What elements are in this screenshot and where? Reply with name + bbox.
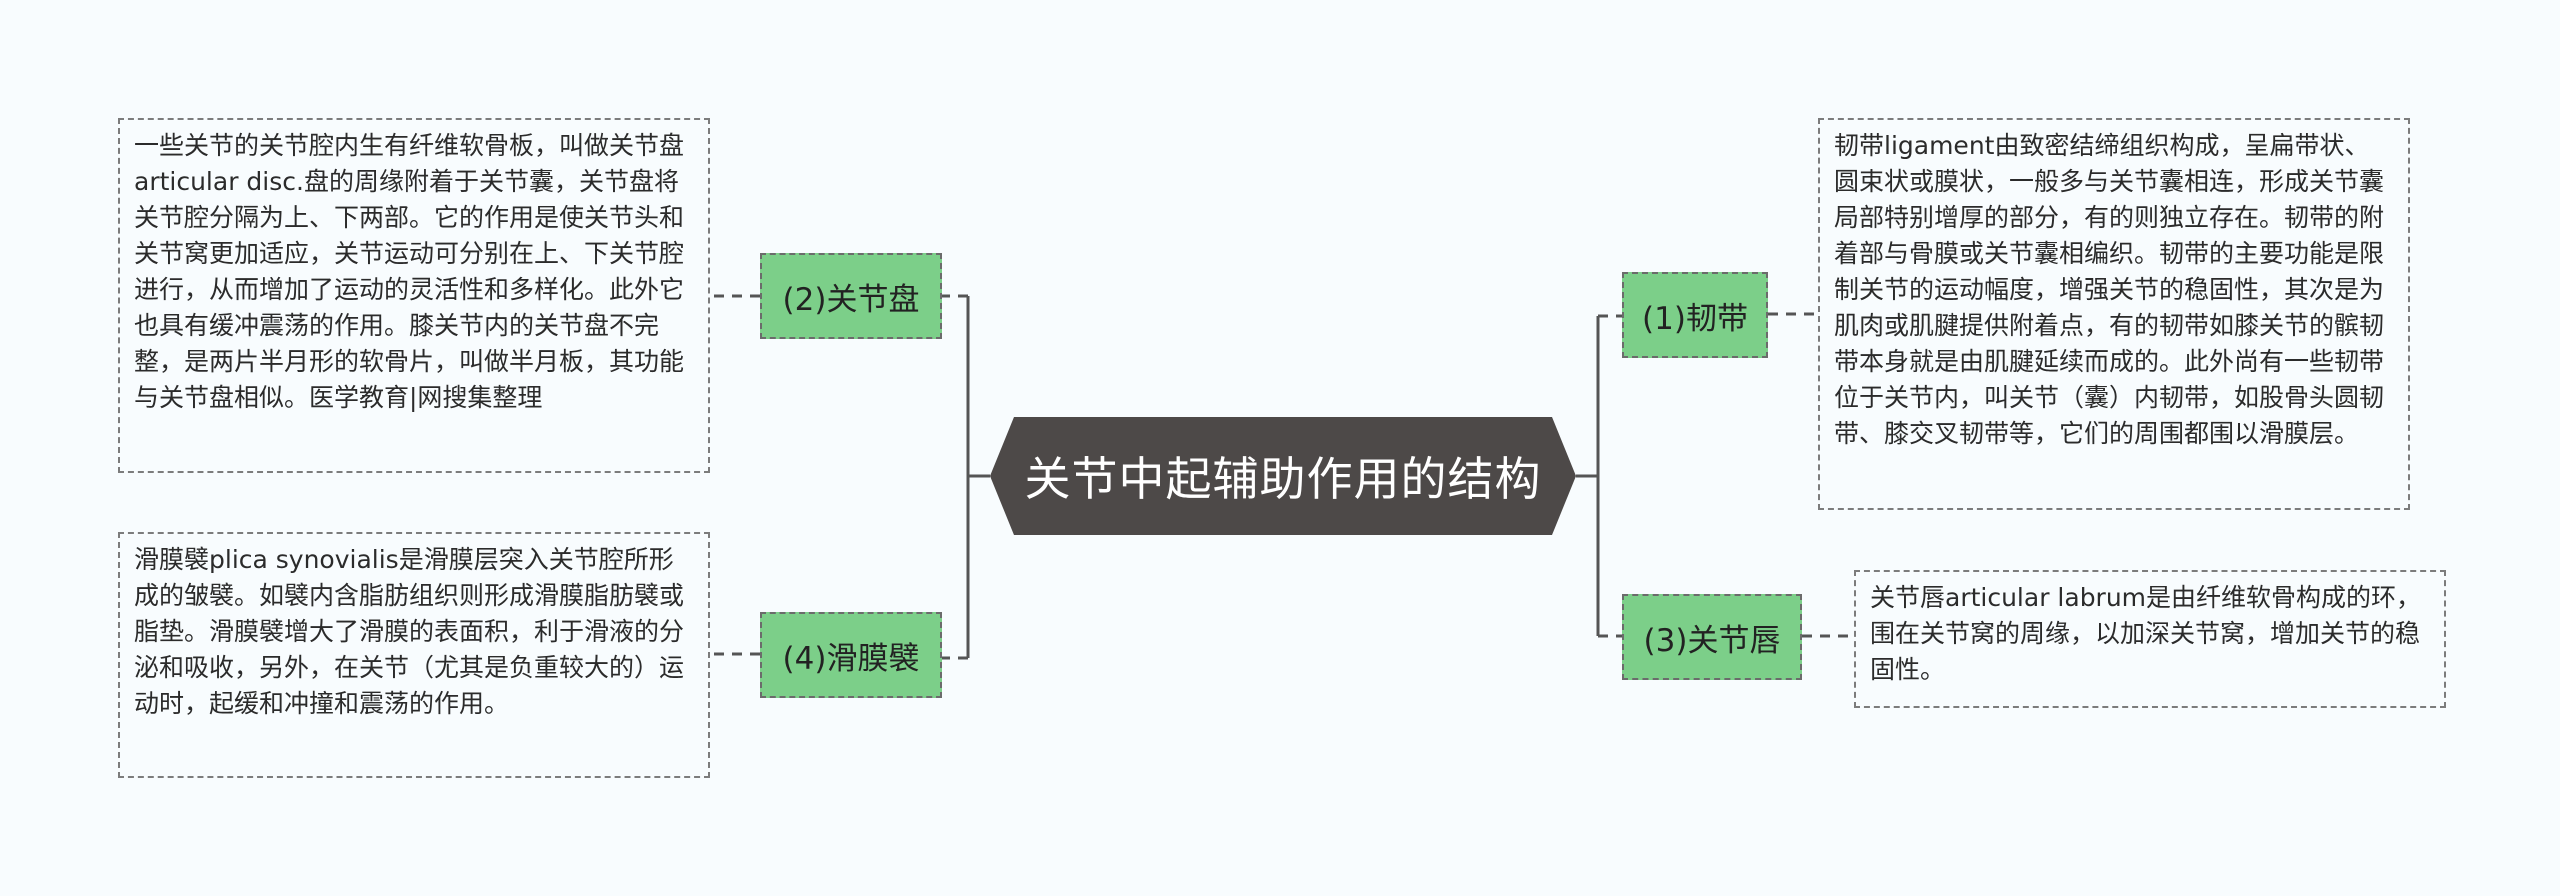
leaf-joint-disc-content: 一些关节的关节腔内生有纤维软骨板，叫做关节盘articular disc.盘的周… [134, 131, 685, 412]
branch-joint-disc[interactable]: (2)关节盘 [760, 253, 942, 339]
leaf-synovial-plica-text[interactable]: 滑膜襞plica synovialis是滑膜层突入关节腔所形成的皱襞。如襞内含脂… [118, 532, 710, 778]
branch-synovial-plica[interactable]: (4)滑膜襞 [760, 612, 942, 698]
leaf-articular-labrum-content: 关节唇articular labrum是由纤维软骨构成的环，围在关节窝的周缘，以… [1870, 583, 2422, 684]
branch-synovial-plica-label: (4)滑膜襞 [782, 640, 920, 677]
leaf-joint-disc-text[interactable]: 一些关节的关节腔内生有纤维软骨板，叫做关节盘articular disc.盘的周… [118, 118, 710, 473]
branch-ligament-label: (1)韧带 [1642, 300, 1748, 337]
branch-ligament[interactable]: (1)韧带 [1622, 272, 1768, 358]
branch-articular-labrum-label: (3)关节唇 [1643, 622, 1781, 659]
branch-articular-labrum[interactable]: (3)关节唇 [1622, 594, 1802, 680]
central-topic-label: 关节中起辅助作用的结构 [1024, 452, 1542, 506]
leaf-synovial-plica-content: 滑膜襞plica synovialis是滑膜层突入关节腔所形成的皱襞。如襞内含脂… [134, 545, 685, 718]
leaf-ligament-content: 韧带ligament由致密结缔组织构成，呈扁带状、圆束状或膜状，一般多与关节囊相… [1834, 131, 2385, 448]
branch-joint-disc-label: (2)关节盘 [782, 281, 920, 318]
central-topic[interactable]: 关节中起辅助作用的结构 [990, 417, 1576, 535]
leaf-articular-labrum-text[interactable]: 关节唇articular labrum是由纤维软骨构成的环，围在关节窝的周缘，以… [1854, 570, 2446, 708]
leaf-ligament-text[interactable]: 韧带ligament由致密结缔组织构成，呈扁带状、圆束状或膜状，一般多与关节囊相… [1818, 118, 2410, 510]
